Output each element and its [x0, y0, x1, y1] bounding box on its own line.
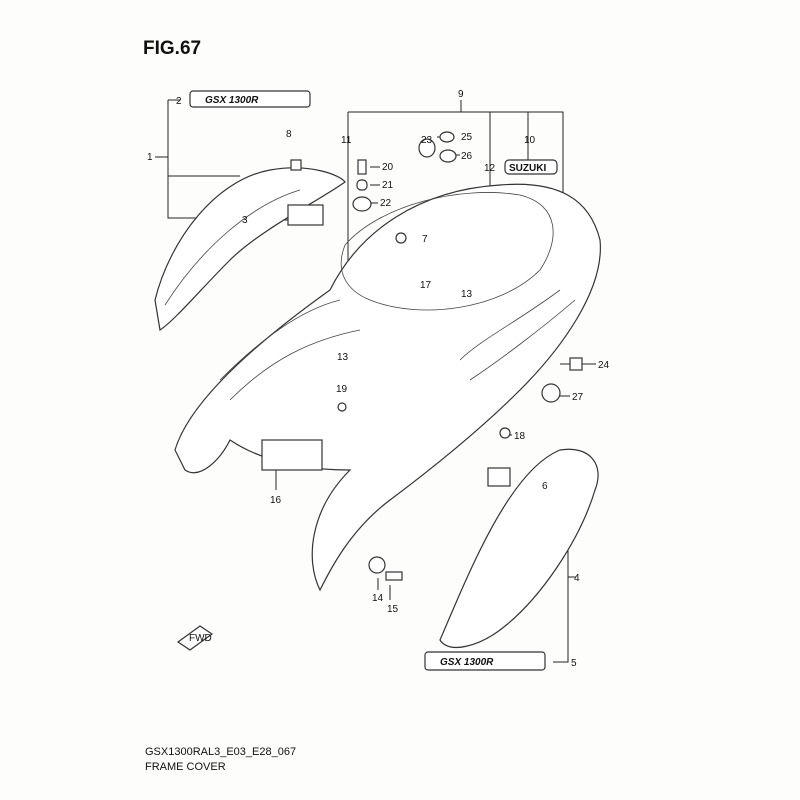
callout-13b: 13 [337, 352, 349, 363]
callout-19: 19 [336, 384, 348, 395]
clip-part-8 [290, 159, 302, 171]
callout-6: 6 [542, 481, 548, 492]
callout-21: 21 [382, 180, 394, 191]
pad-part-3 [287, 204, 324, 226]
svg-text:SUZUKI: SUZUKI [509, 163, 546, 174]
svg-text:GSX 1300R: GSX 1300R [440, 657, 494, 668]
screw-part-19 [337, 402, 347, 412]
callout-18: 18 [514, 431, 526, 442]
callout-15: 15 [387, 604, 399, 615]
callout-12: 12 [484, 163, 496, 174]
figure-title: FIG.67 [143, 38, 202, 59]
grommet-part-23 [418, 138, 436, 158]
callout-4: 4 [574, 573, 580, 584]
callout-7: 7 [422, 234, 428, 245]
callout-1: 1 [147, 152, 153, 163]
callout-16: 16 [270, 495, 282, 506]
callout-27: 27 [572, 392, 584, 403]
callout-20: 20 [382, 162, 394, 173]
callout-14: 14 [372, 593, 384, 604]
gsxr-emblem-bottom: GSX 1300R [424, 651, 546, 671]
callout-5: 5 [571, 658, 577, 669]
grommet-part-22 [352, 196, 372, 212]
callout-3: 3 [242, 215, 248, 226]
callout-labels: 1 2 3 4 5 6 7 8 9 10 11 12 13 13 14 15 1… [147, 89, 610, 669]
callout-11: 11 [341, 135, 352, 146]
bolt-part-15 [385, 571, 403, 581]
collar-part-14 [368, 556, 386, 574]
diagram-code: GSX1300RAL3_E03_E28_067 [145, 746, 297, 758]
svg-text:GSX 1300R: GSX 1300R [205, 95, 259, 106]
callout-13a: 13 [461, 289, 473, 300]
diagram-name: FRAME COVER [145, 761, 226, 773]
svg-text:FWD: FWD [189, 633, 212, 644]
nut-part-7 [395, 232, 407, 244]
pad-part-6 [487, 467, 511, 487]
callout-2: 2 [176, 96, 182, 107]
callout-23: 23 [421, 135, 433, 146]
fwd-arrow-icon: FWD [176, 625, 214, 651]
bolt-part-20 [357, 159, 367, 175]
side-cover-part-4 [439, 448, 599, 649]
callout-17: 17 [420, 280, 432, 291]
callout-26: 26 [461, 151, 473, 162]
hardware [261, 131, 583, 581]
bracket-part-16 [261, 439, 323, 471]
collar-part-21 [356, 179, 368, 191]
callout-24: 24 [598, 360, 610, 371]
callout-8: 8 [286, 129, 292, 140]
callout-9: 9 [458, 89, 464, 100]
seat-cowl-part-1 [154, 167, 346, 332]
nut-part-18 [499, 427, 511, 439]
callout-22: 22 [380, 198, 392, 209]
grommet-part-26 [439, 149, 457, 163]
gsxr-emblem-top: GSX 1300R [189, 90, 311, 108]
nut-part-25 [439, 131, 455, 143]
callout-10: 10 [524, 135, 536, 146]
plug-part-27 [541, 383, 561, 403]
pad-part-24 [569, 357, 583, 371]
callout-25: 25 [461, 132, 473, 143]
suzuki-emblem: SUZUKI [504, 159, 558, 175]
